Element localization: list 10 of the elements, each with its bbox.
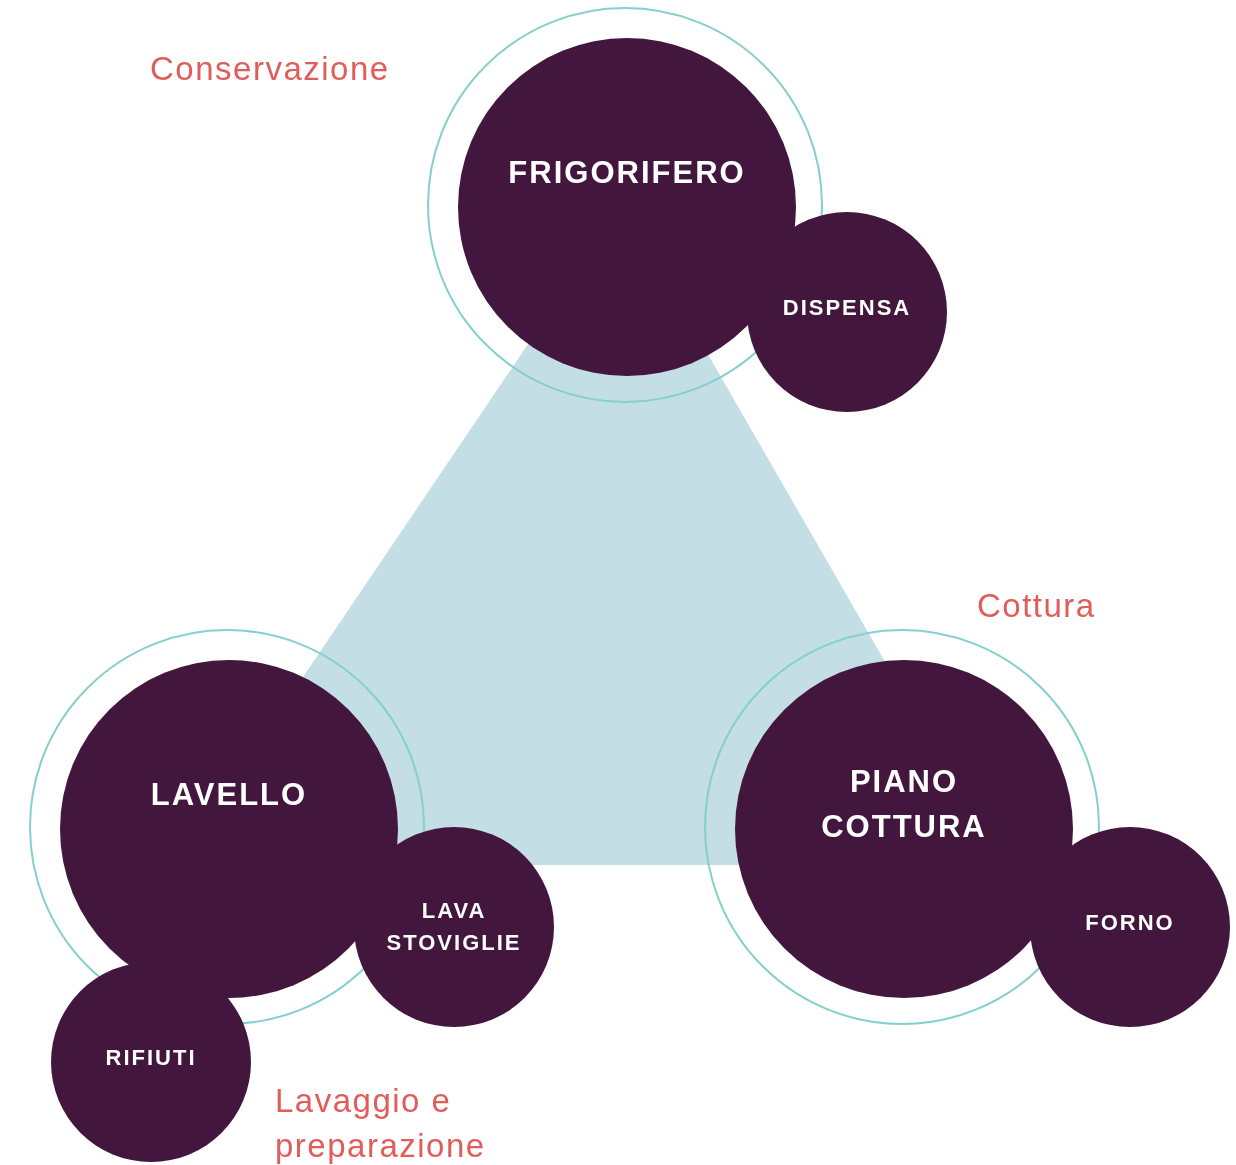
area-label: PIANO COTTURA (820, 763, 988, 846)
zone-heading: Conservazione (150, 49, 391, 89)
zone-heading: Cottura (977, 586, 1097, 626)
zone-heading: Lavaggio e preparazione (275, 1081, 487, 1165)
area-label: DISPENSA (782, 294, 912, 323)
area-label: LAVA STOVIGLIE (385, 897, 523, 957)
area-label: LAVELLO (150, 775, 308, 814)
area-label: RIFIUTI (105, 1044, 197, 1073)
area-label: FRIGORIFERO (508, 153, 746, 192)
area-label: FORNO (1085, 909, 1175, 938)
